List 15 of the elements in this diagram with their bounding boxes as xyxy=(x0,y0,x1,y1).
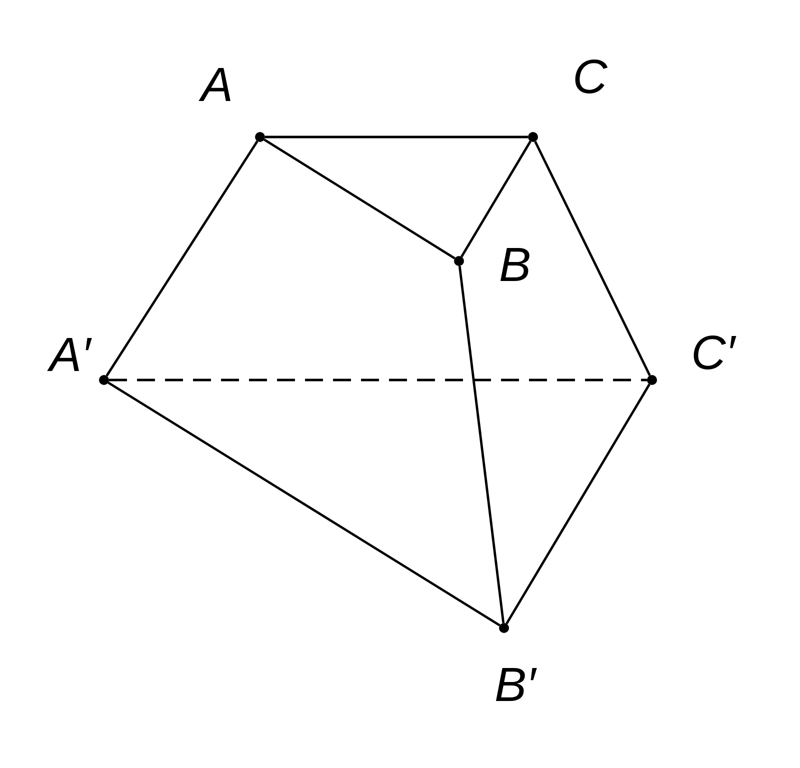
point-label: A′ xyxy=(50,332,90,380)
line-segment xyxy=(108,382,500,626)
line-segment xyxy=(106,140,258,376)
line-segment xyxy=(264,138,456,260)
point-label: B xyxy=(499,242,531,290)
line-segment xyxy=(534,140,651,376)
point-label: C xyxy=(572,54,608,102)
line-segment xyxy=(458,266,505,624)
line-segment xyxy=(506,384,650,624)
line-segment xyxy=(460,140,532,258)
point-label: C′ xyxy=(691,330,735,378)
point-label: A xyxy=(201,62,233,110)
line-segment xyxy=(265,136,528,138)
point-label: B′ xyxy=(494,662,536,710)
dashed-line xyxy=(109,378,647,382)
